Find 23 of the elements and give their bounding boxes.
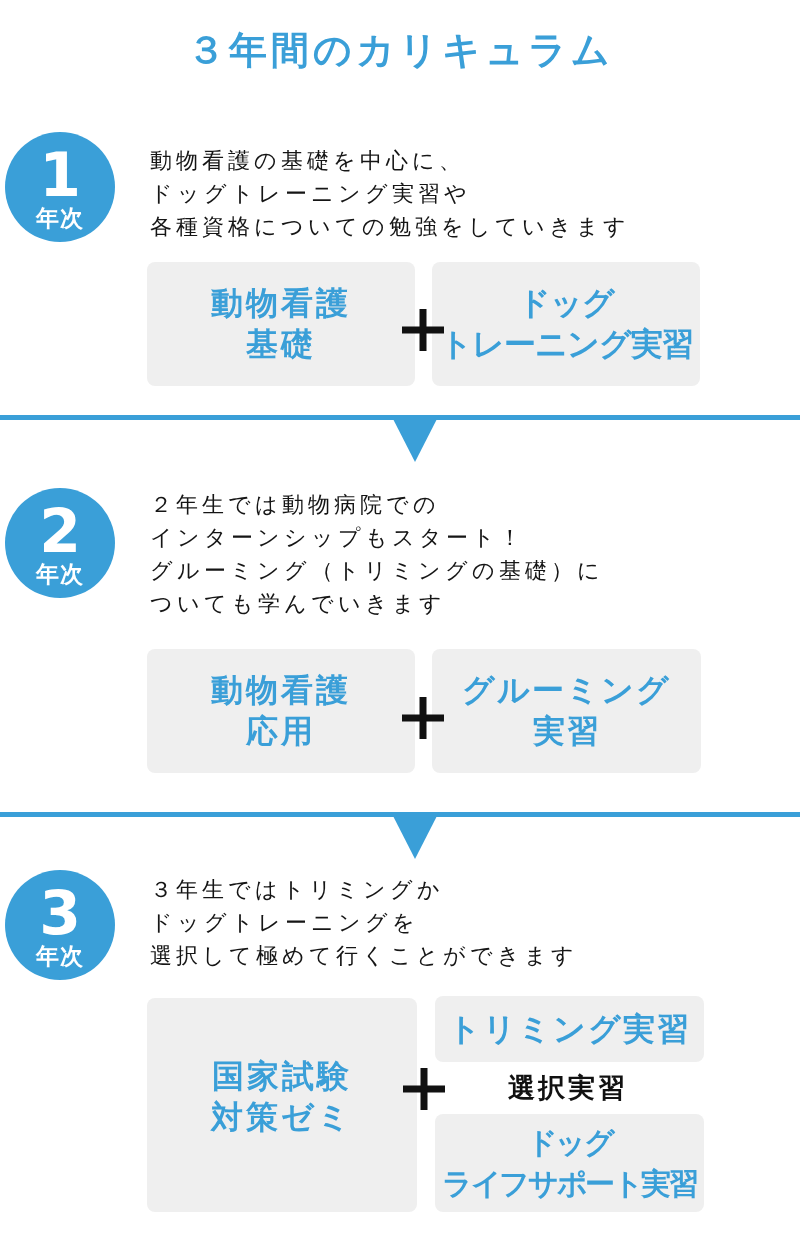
description-text: 動物看護の基礎を中心に、ドッグトレーニング実習や各種資格についての勉強をしていきます bbox=[150, 147, 630, 241]
course-box bbox=[432, 262, 700, 386]
course-box bbox=[147, 262, 415, 386]
course-name: ドッグトレーニング実習 bbox=[439, 283, 693, 365]
choice-label: 選択実習 bbox=[508, 1071, 628, 1105]
course-name: ドッグライフサポート実習 bbox=[442, 1124, 697, 1203]
course-name: トリミング実習 bbox=[448, 1008, 691, 1050]
year-number: 1 bbox=[39, 145, 81, 205]
course-box bbox=[147, 649, 415, 773]
description-text: ３年生ではトリミングかドッグトレーニングを選択して極めて行くことができます bbox=[150, 876, 578, 970]
title: ３年間のカリキュラム bbox=[186, 27, 614, 74]
course-name: グルーミング実習 bbox=[462, 670, 671, 752]
description-text: ２年生では動物病院でのインターンシップもスタート！グルーミング（トリミングの基礎）についても学んでいきます bbox=[150, 491, 604, 618]
year-number: 2 bbox=[39, 501, 81, 561]
course-name: 国家試験対策ゼミ bbox=[211, 1056, 353, 1138]
year-label: 年次 bbox=[36, 207, 84, 230]
course-name: 動物看護基礎 bbox=[211, 283, 351, 365]
year-label: 年次 bbox=[36, 563, 84, 586]
year-label: 年次 bbox=[36, 945, 84, 968]
course-box bbox=[147, 998, 417, 1212]
course-box bbox=[432, 649, 701, 773]
course-name: 動物看護応用 bbox=[211, 670, 351, 752]
year-number: 3 bbox=[39, 883, 81, 943]
